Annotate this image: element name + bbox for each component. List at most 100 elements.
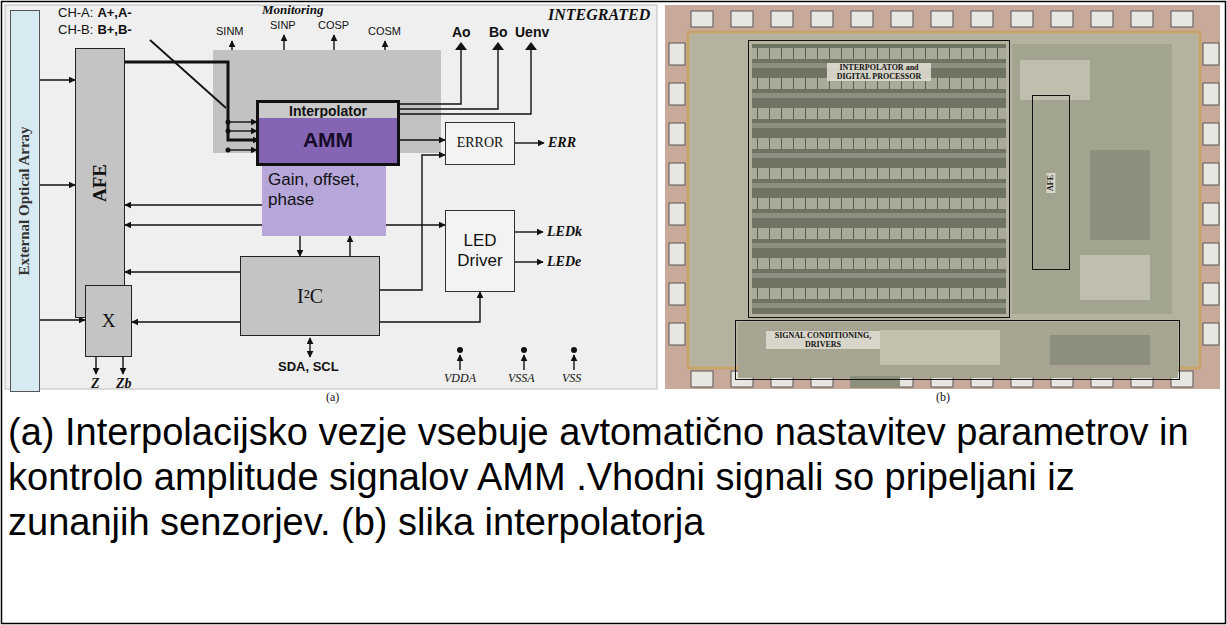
led-driver-block: LED Driver bbox=[445, 210, 515, 292]
node-text: AFE bbox=[89, 164, 111, 202]
circuit-block bbox=[880, 330, 1000, 365]
circuit-block bbox=[1090, 150, 1150, 240]
output-wire bbox=[400, 50, 461, 104]
output-wire bbox=[400, 50, 531, 114]
monitor-arrow bbox=[231, 41, 232, 50]
channel-wire bbox=[150, 40, 226, 108]
figure-caption: (a) Interpolacijsko vezje vsebuje avtoma… bbox=[8, 410, 1222, 545]
die-ground bbox=[665, 5, 1220, 389]
panel-a-ground bbox=[5, 5, 657, 389]
interpolator-frame: InterpolatorAMM bbox=[256, 100, 400, 166]
signal-name: SINP bbox=[270, 19, 296, 32]
monitor-arrow bbox=[333, 35, 334, 50]
i2c-block: I²C bbox=[240, 256, 380, 336]
signal-name: Uenv bbox=[515, 24, 549, 40]
die-region: SIGNAL CONDITIONING, DRIVERS bbox=[735, 320, 1180, 380]
node-text: External Optical Array bbox=[16, 126, 33, 275]
optical-array-band: External Optical Array bbox=[10, 10, 40, 392]
output-head bbox=[525, 42, 537, 50]
signal-connector bbox=[380, 155, 445, 290]
pin-name: VSS bbox=[562, 372, 581, 386]
node-text: AMM bbox=[303, 128, 353, 152]
signal-connector bbox=[380, 292, 480, 322]
supply-dot bbox=[521, 347, 527, 353]
gain-offset-block: Gain, offset, phase bbox=[262, 166, 386, 236]
signal-connector bbox=[40, 184, 75, 185]
pin-name: VSSA bbox=[508, 372, 535, 386]
signal-connector bbox=[125, 271, 240, 272]
panel-title: INTEGRATED bbox=[548, 6, 650, 24]
signal-connector bbox=[397, 139, 445, 140]
group-label: Monitoring bbox=[262, 3, 323, 18]
monitor-arrow bbox=[384, 41, 385, 50]
digital-area bbox=[752, 44, 1006, 314]
output-wire bbox=[400, 50, 498, 109]
supply-dot bbox=[571, 347, 577, 353]
bus-branch bbox=[228, 130, 257, 131]
bus-arrow bbox=[309, 338, 310, 357]
circuit-block bbox=[1080, 255, 1150, 300]
output-arrow bbox=[95, 357, 96, 374]
die-core bbox=[688, 32, 1200, 368]
output-head bbox=[492, 42, 504, 50]
signal-connector bbox=[132, 321, 240, 322]
output-arrow bbox=[122, 357, 123, 374]
x-block: X bbox=[85, 285, 132, 357]
die-region: AFE bbox=[1032, 95, 1070, 270]
channel-label: B+,B- bbox=[97, 23, 131, 38]
channel-label: CH-A: bbox=[58, 6, 93, 21]
node-text: I²C bbox=[297, 285, 323, 308]
signal-name: Bo bbox=[489, 24, 508, 40]
analog-area bbox=[1012, 44, 1172, 314]
signal-connector bbox=[40, 79, 75, 80]
error-block: ERROR bbox=[445, 122, 515, 165]
pin-name: Zb bbox=[116, 376, 132, 392]
circuit-block bbox=[1050, 335, 1150, 365]
monitor-arrow bbox=[283, 35, 284, 50]
junction-dots bbox=[226, 42, 578, 353]
output-arrow bbox=[515, 261, 543, 262]
node-text: INTERPOLATOR and DIGITAL PROCESSOR bbox=[827, 63, 931, 81]
channel-label: CH-B: bbox=[58, 23, 93, 38]
panel-letter: (b) bbox=[936, 391, 950, 405]
pin-name: Z bbox=[91, 376, 100, 392]
signal-connector bbox=[386, 224, 445, 225]
supply-arrow bbox=[573, 355, 574, 370]
pin-name: LEDe bbox=[547, 254, 581, 270]
signal-connector bbox=[125, 204, 262, 205]
signal-name: Ao bbox=[452, 24, 471, 40]
node-text: SIGNAL CONDITIONING, DRIVERS bbox=[766, 331, 880, 349]
junction-dot bbox=[226, 148, 231, 153]
signal-connector bbox=[349, 236, 350, 256]
pin-name: LEDk bbox=[547, 224, 582, 240]
die-region: INTERPOLATOR and DIGITAL PROCESSOR bbox=[748, 40, 1010, 318]
supply-arrow bbox=[459, 355, 460, 370]
driver-area bbox=[738, 322, 1178, 378]
node-text: Gain, offset, phase bbox=[268, 170, 380, 209]
signal-name: COSM bbox=[368, 25, 401, 38]
node-text: Interpolator bbox=[289, 103, 367, 119]
amm-block: AMM bbox=[259, 118, 397, 163]
pin-name: SDA, SCL bbox=[278, 360, 339, 375]
supply-dot bbox=[457, 347, 463, 353]
circuit-block bbox=[850, 376, 900, 388]
signal-wires bbox=[96, 35, 574, 374]
output-arrow bbox=[515, 142, 544, 143]
pin-name: ERR bbox=[548, 135, 576, 151]
bond-pads bbox=[688, 10, 1200, 28]
channel-label: A+,A- bbox=[97, 6, 131, 21]
die-photo bbox=[665, 5, 1220, 389]
panel-letter: (a) bbox=[326, 391, 339, 405]
signal-name: COSP bbox=[318, 19, 349, 32]
pin-name: VDDA bbox=[444, 372, 476, 386]
output-head bbox=[455, 42, 467, 50]
node-text: AFE bbox=[1046, 173, 1055, 193]
bus-branch bbox=[228, 149, 257, 150]
node-text: ERROR bbox=[457, 135, 504, 151]
supply-arrow bbox=[523, 355, 524, 370]
signal-name: SINM bbox=[216, 25, 244, 38]
signal-connector bbox=[125, 62, 259, 140]
signal-connector bbox=[125, 224, 262, 225]
